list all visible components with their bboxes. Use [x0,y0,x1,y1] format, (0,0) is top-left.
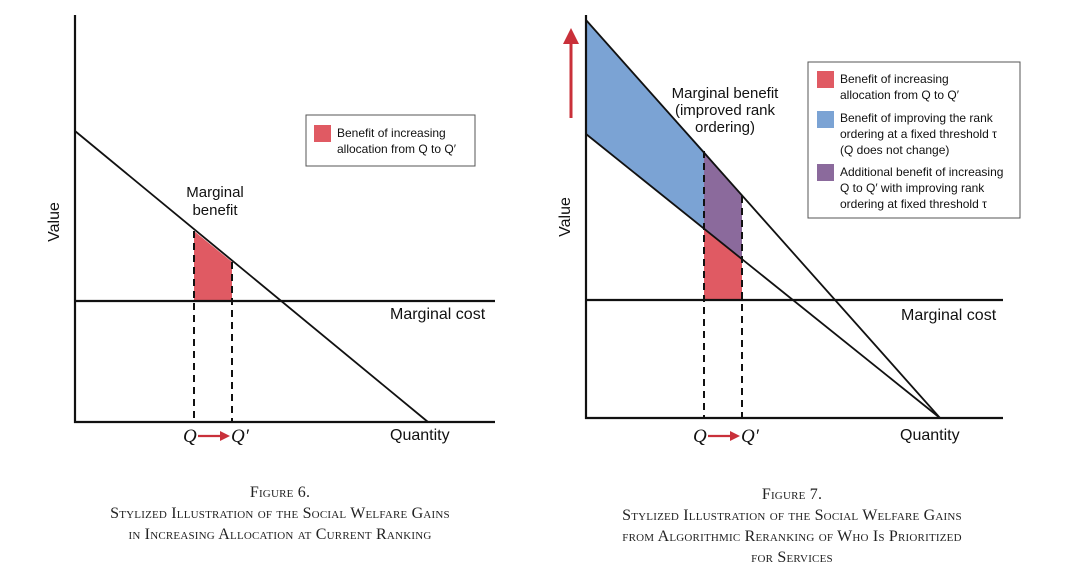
fig6-y-axis-label: Value [46,202,63,242]
fig7-legend-red-text-2: allocation from Q to Q′ [840,88,960,102]
fig7-qprime-label: Q′ [741,426,760,447]
figure-7-caption-line-2: from Algorithmic Reranking of Who Is Pri… [622,528,962,545]
figure-6: Value Quantity Marginal cost Marginal be… [46,15,495,447]
fig6-x-axis-label: Quantity [390,427,450,444]
fig6-legend-text-2: allocation from Q to Q′ [337,142,457,156]
fig7-legend-red-text-1: Benefit of increasing [840,72,949,86]
fig7-legend-blue-text-2: ordering at a fixed threshold τ [840,127,997,141]
fig7-additional-benefit-area [704,151,742,258]
fig7-marginal-benefit-label-3: ordering) [695,119,755,136]
fig7-legend-purple-text-1: Additional benefit of increasing [840,165,1003,179]
fig7-allocation-benefit-area [704,229,742,300]
fig7-legend-blue-text-3: (Q does not change) [840,143,949,157]
fig6-marginal-benefit-label-1: Marginal [186,184,244,201]
fig6-legend-text-1: Benefit of increasing [337,126,446,140]
fig6-marginal-benefit-label-2: benefit [192,202,238,219]
fig6-qprime-label: Q′ [231,426,250,447]
fig6-marginal-benefit-line [74,130,429,423]
figure-7-caption: Figure 7. Stylized Illustration of the S… [550,484,1034,568]
figure-6-caption: Figure 6. Stylized Illustration of the S… [40,482,520,545]
fig6-arrow-right-icon [198,431,230,441]
fig6-marginal-cost-label: Marginal cost [390,306,486,323]
fig7-x-axis-label: Quantity [900,427,960,444]
fig7-legend-purple-text-3: ordering at fixed threshold τ [840,197,987,211]
fig7-legend-blue-text-1: Benefit of improving the rank [840,111,994,125]
figure-7-caption-line-1: Stylized Illustration of the Social Welf… [622,507,962,524]
fig7-legend-swatch-red [817,71,834,88]
fig7-rank-improvement-area [586,20,742,258]
fig7-marginal-benefit-label-1: Marginal benefit [672,85,780,102]
figure-6-caption-label: Figure 6. [249,484,311,501]
figure-7: Value Quantity Marginal cost Marginal be… [557,15,1021,447]
fig7-arrow-right-icon [708,431,740,441]
figure-6-caption-line-1: Stylized Illustration of the Social Welf… [110,505,450,522]
fig7-marginal-benefit-label-2: (improved rank [675,102,776,119]
fig7-q-label: Q [693,426,707,447]
fig6-benefit-area [194,231,232,301]
figure-6-caption-line-2: in Increasing Allocation at Current Rank… [128,526,432,543]
fig6-legend: Benefit of increasing allocation from Q … [305,114,476,167]
fig6-q-label: Q [183,426,197,447]
figure-7-caption-line-3: for Services [751,549,833,566]
fig7-arrow-up-icon [563,28,579,118]
fig7-improved-benefit-line [585,19,941,419]
fig7-current-benefit-line [585,133,941,419]
figure-7-caption-label: Figure 7. [761,486,823,503]
fig7-legend: Benefit of increasing allocation from Q … [807,61,1021,219]
fig6-legend-box [305,114,476,167]
fig7-legend-swatch-purple [817,164,834,181]
fig7-legend-box [807,61,1021,219]
fig7-legend-swatch-blue [817,111,834,128]
fig7-marginal-cost-label: Marginal cost [901,307,997,324]
fig7-y-axis-label: Value [557,197,574,237]
fig7-legend-purple-text-2: Q to Q′ with improving rank [840,181,985,195]
fig6-legend-swatch-red [314,125,331,142]
